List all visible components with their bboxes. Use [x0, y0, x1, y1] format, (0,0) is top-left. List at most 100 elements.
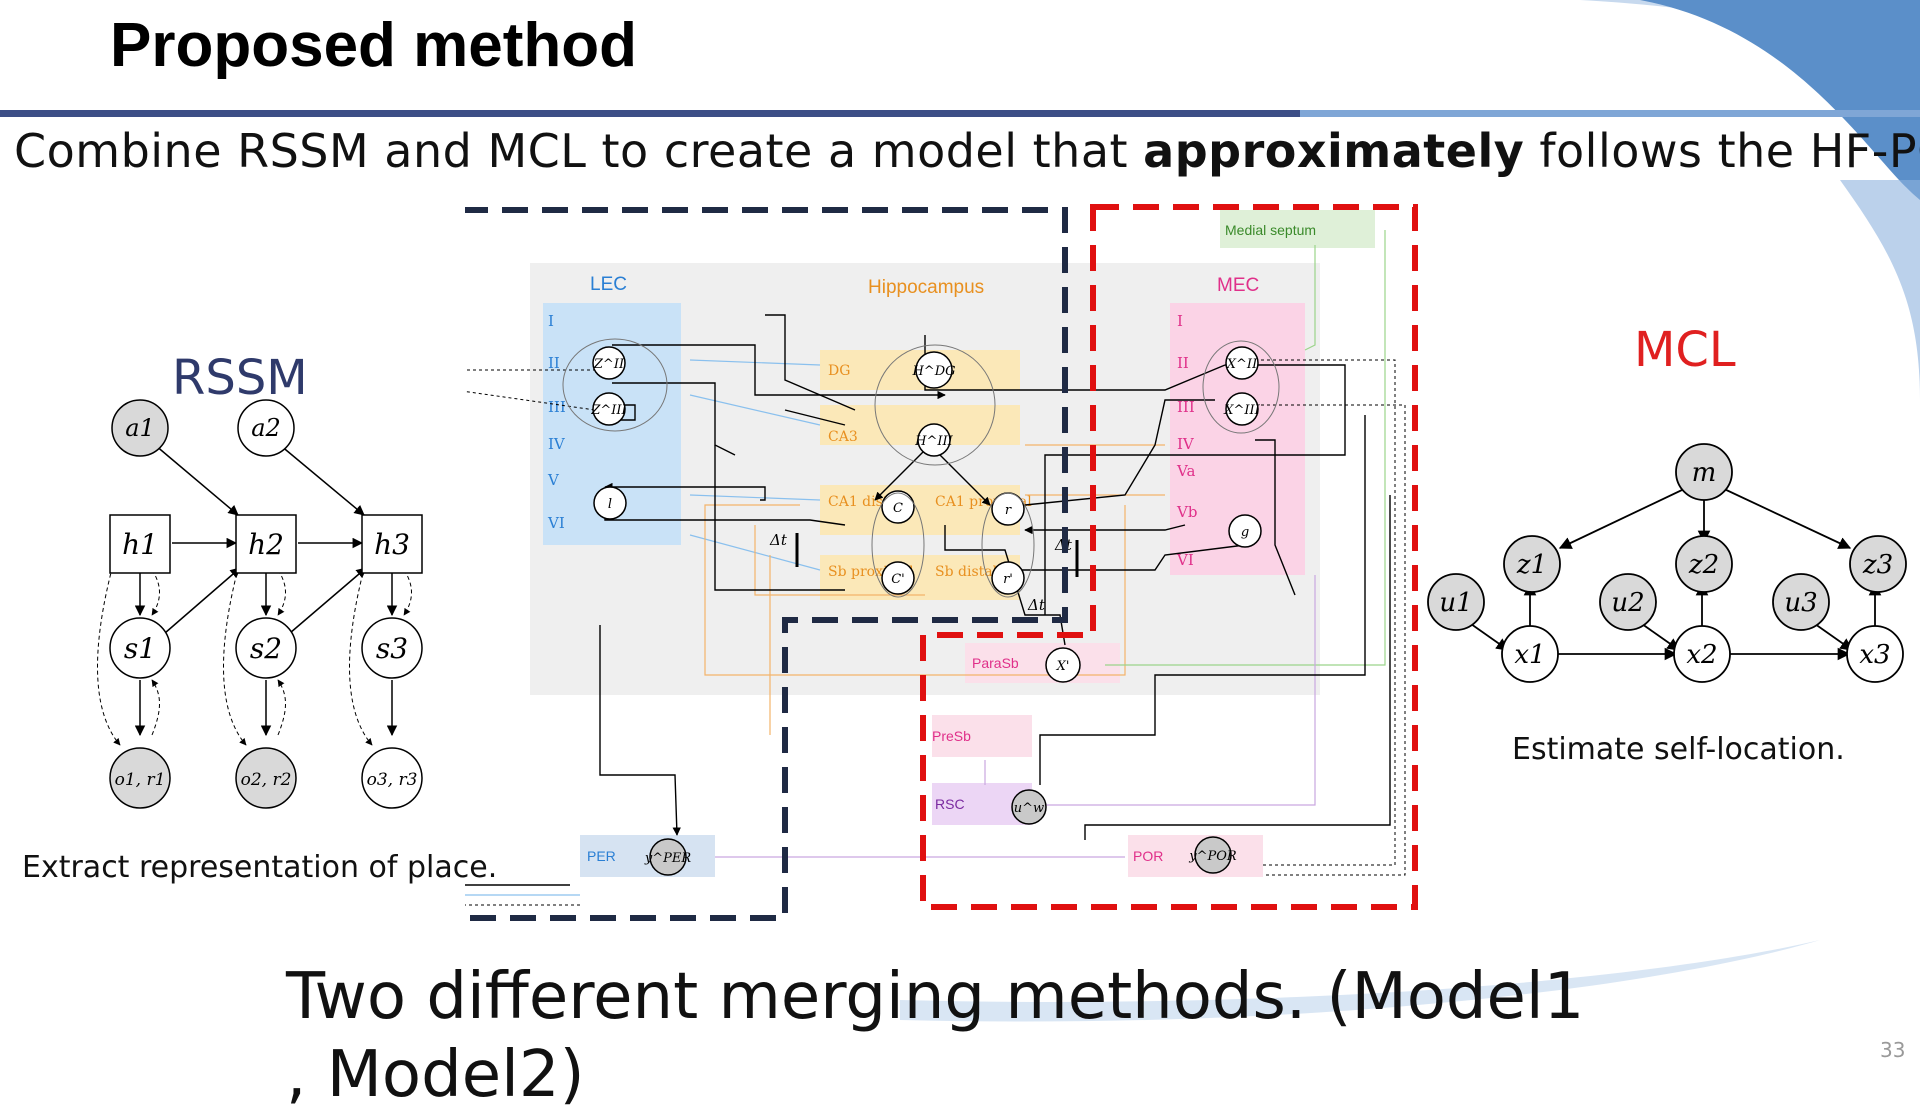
svg-text:I: I [548, 312, 554, 330]
svg-text:X': X' [1056, 659, 1070, 674]
svg-text:x3: x3 [1859, 640, 1890, 670]
rssm-o1-text: o1, r1 [115, 770, 166, 790]
svg-text:y^POR: y^POR [1188, 849, 1237, 864]
mcl-diagram: m z1 z2 z3 u1 u2 u3 x1 x2 x3 [1427, 443, 1907, 683]
node-hdg [915, 351, 953, 389]
node-c-prime [881, 561, 915, 595]
rssm-node-h2 [235, 514, 297, 574]
node-xIII [1225, 392, 1259, 426]
svg-text:I: I [1177, 312, 1183, 330]
svg-text:VI: VI [547, 514, 565, 532]
node-xII [1225, 346, 1259, 380]
hippocampus-label: Hippocampus [868, 277, 984, 298]
svg-text:u1: u1 [1439, 588, 1472, 618]
sb-box [820, 555, 1020, 600]
svg-text:IV: IV [548, 435, 566, 453]
subtitle-post: follows the HF-PGM. [1539, 124, 1920, 178]
svg-text:DG: DG [828, 363, 850, 379]
svg-text:ParaSb: ParaSb [972, 655, 1019, 671]
slide-title: Proposed method [110, 11, 638, 80]
medial-septum-box [1220, 210, 1375, 248]
node-uw [1011, 789, 1047, 825]
lec-layers: I II III IV V VI [547, 312, 566, 532]
mec-label: MEC [1217, 275, 1259, 296]
mcl-pose-nodes [1501, 625, 1904, 683]
rssm-s3-text: s3 [376, 632, 408, 665]
svg-text:x1: x1 [1514, 640, 1545, 670]
node-x-prime [1045, 647, 1081, 683]
rssm-a2-text: a2 [251, 414, 281, 442]
slide-subtitle: Combine RSSM and MCL to create a model t… [14, 124, 1920, 178]
mec-layers: I II III IV Va Vb VI [1176, 312, 1197, 569]
svg-text:VI: VI [1176, 551, 1194, 569]
rssm-s1-text: s1 [124, 632, 156, 665]
medial-septum-label: Medial septum [1225, 222, 1316, 238]
svg-text:C: C [893, 501, 903, 516]
mcl-control-nodes [1427, 573, 1830, 631]
node-ypor [1194, 836, 1232, 874]
rssm-state-nodes: s1 s2 s3 [109, 617, 423, 679]
svg-text:II: II [1177, 354, 1189, 372]
rssm-node-h1 [109, 514, 171, 574]
svg-text:III: III [1177, 398, 1195, 416]
svg-text:r': r' [1003, 572, 1013, 587]
rssm-label: RSSM [172, 350, 308, 406]
svg-text:C': C' [891, 572, 905, 587]
svg-text:z3: z3 [1862, 550, 1893, 580]
node-zIII [592, 392, 626, 426]
mcl-m-text: m [1692, 458, 1717, 488]
svg-text:PER: PER [587, 848, 616, 864]
node-l [593, 486, 627, 520]
rssm-o2-text: o2, r2 [241, 770, 292, 790]
mcl-observation-nodes [1503, 535, 1907, 593]
subtitle-bold: approximately [1143, 124, 1525, 178]
svg-text:Sb distal: Sb distal [935, 564, 998, 580]
background-decoration [0, 0, 1920, 1022]
mcl-caption: Estimate self-location. [1512, 732, 1845, 767]
svg-text:RSC: RSC [935, 796, 965, 812]
delta-t-1: Δt [769, 531, 788, 549]
rssm-region-box [465, 207, 1068, 921]
rssm-hidden-nodes: h1 h2 h3 [109, 514, 423, 574]
presb-box [932, 715, 1032, 757]
svg-text:X^III: X^III [1223, 403, 1260, 418]
svg-text:l: l [608, 497, 612, 512]
mcl-label: MCL [1634, 322, 1736, 378]
svg-text:CA3: CA3 [828, 429, 858, 445]
rssm-node-h3 [361, 514, 423, 574]
per-box [580, 835, 715, 877]
rssm-caption: Extract representation of place. [22, 850, 498, 885]
rssm-s2-text: s2 [250, 632, 282, 665]
svg-text:IV: IV [1177, 435, 1195, 453]
ca1-box [820, 485, 1020, 535]
mcl-region-box [920, 204, 1418, 910]
rssm-action-nodes: a1 a2 [111, 399, 295, 457]
delta-t-3: Δt [1027, 596, 1046, 614]
node-yper [649, 838, 687, 876]
svg-text:z2: z2 [1688, 550, 1719, 580]
svg-text:POR: POR [1133, 848, 1163, 864]
rssm-o3-text: o3, r3 [367, 770, 418, 790]
svg-text:X^II: X^II [1226, 357, 1258, 372]
svg-text:u^w: u^w [1014, 801, 1044, 816]
svg-text:V: V [547, 471, 560, 489]
svg-text:Z^III: Z^III [590, 403, 627, 418]
rssm-node-a1 [111, 399, 169, 457]
node-zII [592, 346, 626, 380]
svg-text:z1: z1 [1516, 550, 1547, 580]
page-number: 33 [1880, 1038, 1906, 1062]
rssm-node-a2 [237, 399, 295, 457]
svg-text:y^PER: y^PER [644, 851, 691, 866]
rssm-h1-text: h1 [122, 528, 158, 561]
footer-text: Two different merging methods. (Model1 ,… [286, 960, 1585, 1112]
svg-text:u3: u3 [1784, 588, 1817, 618]
svg-text:Va: Va [1176, 462, 1195, 480]
svg-text:g: g [1241, 525, 1249, 540]
svg-text:r: r [1005, 503, 1012, 518]
rssm-h2-text: h2 [248, 528, 284, 561]
hf-pgm-diagram: Medial septum LEC I II III IV V VI Hippo… [465, 204, 1418, 921]
parasb-box [965, 643, 1120, 683]
node-c [881, 490, 915, 524]
rssm-h3-text: h3 [374, 528, 410, 561]
node-r-prime [991, 561, 1025, 595]
